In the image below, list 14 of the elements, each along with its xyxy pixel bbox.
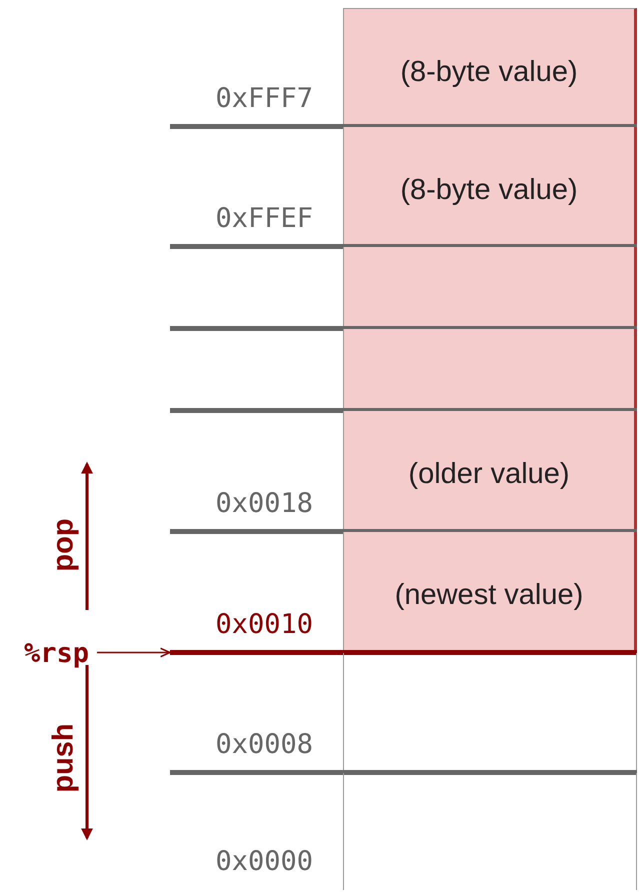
direction-label: pop bbox=[48, 518, 80, 572]
address-label: 0x0010 bbox=[214, 609, 313, 641]
register-label: %rsp bbox=[24, 637, 90, 671]
address-label: 0x0018 bbox=[214, 488, 313, 520]
address-label: 0xFFF7 bbox=[214, 83, 313, 115]
memory-cell: (newest value) bbox=[343, 532, 637, 653]
address-label: 0x0008 bbox=[214, 729, 313, 761]
memory-cell: (older value) bbox=[343, 411, 637, 532]
direction-label: push bbox=[48, 723, 80, 793]
address-label: 0x0000 bbox=[214, 846, 313, 878]
memory-cell: (8-byte value) bbox=[343, 127, 637, 247]
arrow bbox=[97, 648, 171, 658]
memory-cell: (8-byte value) bbox=[343, 8, 637, 127]
address-label: 0xFFEF bbox=[214, 203, 313, 235]
